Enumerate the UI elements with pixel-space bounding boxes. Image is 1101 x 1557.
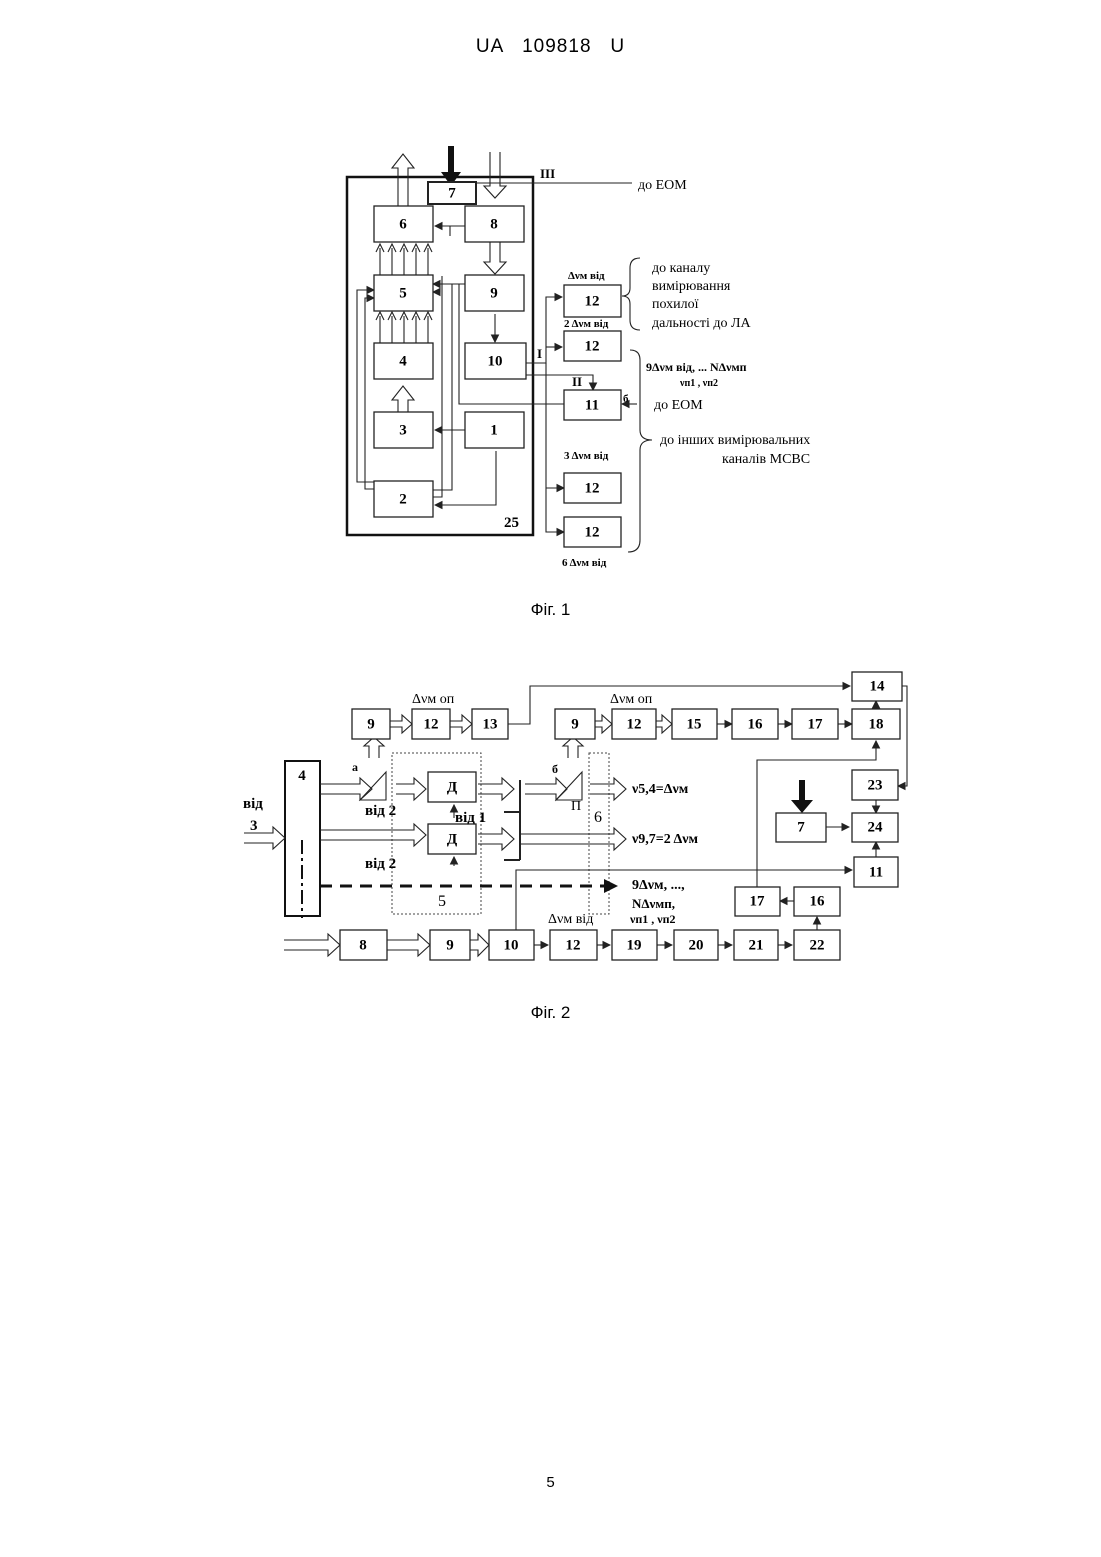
fig2-block-20: 20 — [674, 930, 718, 960]
svg-text:21: 21 — [749, 937, 764, 953]
fig2-block-16b: 16 — [794, 887, 840, 916]
svg-text:18: 18 — [869, 716, 884, 732]
svg-text:12: 12 — [424, 716, 439, 732]
svg-text:16: 16 — [748, 716, 764, 732]
fig2-block-18: 18 — [852, 709, 900, 739]
svg-text:17: 17 — [808, 716, 824, 732]
svg-text:14: 14 — [870, 678, 886, 694]
svg-text:16: 16 — [810, 893, 826, 909]
fig2-block-16a: 16 — [732, 709, 778, 739]
svg-text:20: 20 — [689, 937, 704, 953]
fig2-block-19: 19 — [612, 930, 657, 960]
fig2-block-21: 21 — [734, 930, 778, 960]
fig2-block-17b: 17 — [735, 887, 780, 916]
fig2-block-15: 15 — [672, 709, 717, 739]
label-vid2-b: від 2 — [365, 856, 396, 872]
page-number: 5 — [0, 1474, 1101, 1491]
svg-text:23: 23 — [868, 777, 883, 793]
fig2-block-12a: 12 — [412, 709, 450, 739]
label-vid: від — [243, 796, 263, 812]
label-nine-dv: 9Δνм, ..., — [632, 878, 685, 893]
fig2-block-17a: 17 — [792, 709, 838, 739]
fig2-block-23: 23 — [852, 770, 898, 800]
label-dv-op1: Δνм оп — [412, 692, 455, 707]
fig2-block-10: 10 — [489, 930, 534, 960]
svg-text:9: 9 — [571, 716, 579, 732]
svg-text:8: 8 — [359, 937, 367, 953]
svg-text:7: 7 — [797, 819, 805, 835]
label-group-5: 5 — [438, 893, 446, 910]
figure-2-diagram: 4 — [0, 0, 1101, 1000]
fig2-block-12b: 12 — [612, 709, 656, 739]
label-three: 3 — [250, 818, 258, 834]
fig2-block-14: 14 — [852, 672, 902, 701]
label-vn-fig2: νп1 , νп2 — [629, 912, 676, 926]
svg-text:12: 12 — [566, 937, 581, 953]
dashed-bus-arrow — [604, 879, 618, 893]
fig2-block-11: 11 — [854, 857, 898, 887]
svg-text:9: 9 — [367, 716, 375, 732]
label-nu54: ν5,4=Δνм — [631, 782, 689, 797]
fig2-block-9b: 9 — [555, 709, 595, 739]
fig2-block-24: 24 — [852, 813, 898, 842]
label-vid2-a: від 2 — [365, 803, 396, 819]
fig2-block-d2: Д — [428, 824, 476, 854]
fig2-block-d1: Д — [428, 772, 476, 802]
fig2-block-4-label: 4 — [298, 768, 306, 784]
fig2-block-9c: 9 — [430, 930, 470, 960]
fig2-block-12c: 12 — [550, 930, 597, 960]
svg-text:10: 10 — [504, 937, 519, 953]
label-group-6: 6 — [594, 809, 602, 826]
fig2-block-8: 8 — [340, 930, 387, 960]
label-dv-op2: Δνм оп — [610, 692, 653, 707]
svg-text:24: 24 — [868, 819, 884, 835]
label-dv-vid: Δνм від — [548, 912, 593, 927]
fig2-block-13: 13 — [472, 709, 508, 739]
fig2-input-arrow — [791, 780, 813, 813]
label-vid1: від 1 — [455, 810, 486, 826]
svg-text:11: 11 — [869, 864, 883, 880]
label-b: б — [552, 762, 558, 776]
label-n-dv: NΔνмп, — [632, 896, 675, 911]
svg-text:19: 19 — [627, 937, 642, 953]
svg-text:15: 15 — [687, 716, 702, 732]
svg-text:Д: Д — [447, 831, 458, 847]
svg-text:Д: Д — [447, 779, 458, 795]
svg-text:17: 17 — [750, 893, 766, 909]
svg-text:9: 9 — [446, 937, 454, 953]
svg-text:22: 22 — [810, 937, 825, 953]
label-a: а — [352, 760, 358, 774]
fig2-block-7: 7 — [776, 813, 826, 842]
fig2-block-22: 22 — [794, 930, 840, 960]
label-p: П — [571, 799, 581, 814]
figure-2-caption: Фіг. 2 — [0, 1003, 1101, 1023]
fig2-block-9a: 9 — [352, 709, 390, 739]
svg-text:12: 12 — [627, 716, 642, 732]
label-nu97: ν9,7=2 Δνм — [631, 832, 698, 847]
svg-text:13: 13 — [483, 716, 498, 732]
